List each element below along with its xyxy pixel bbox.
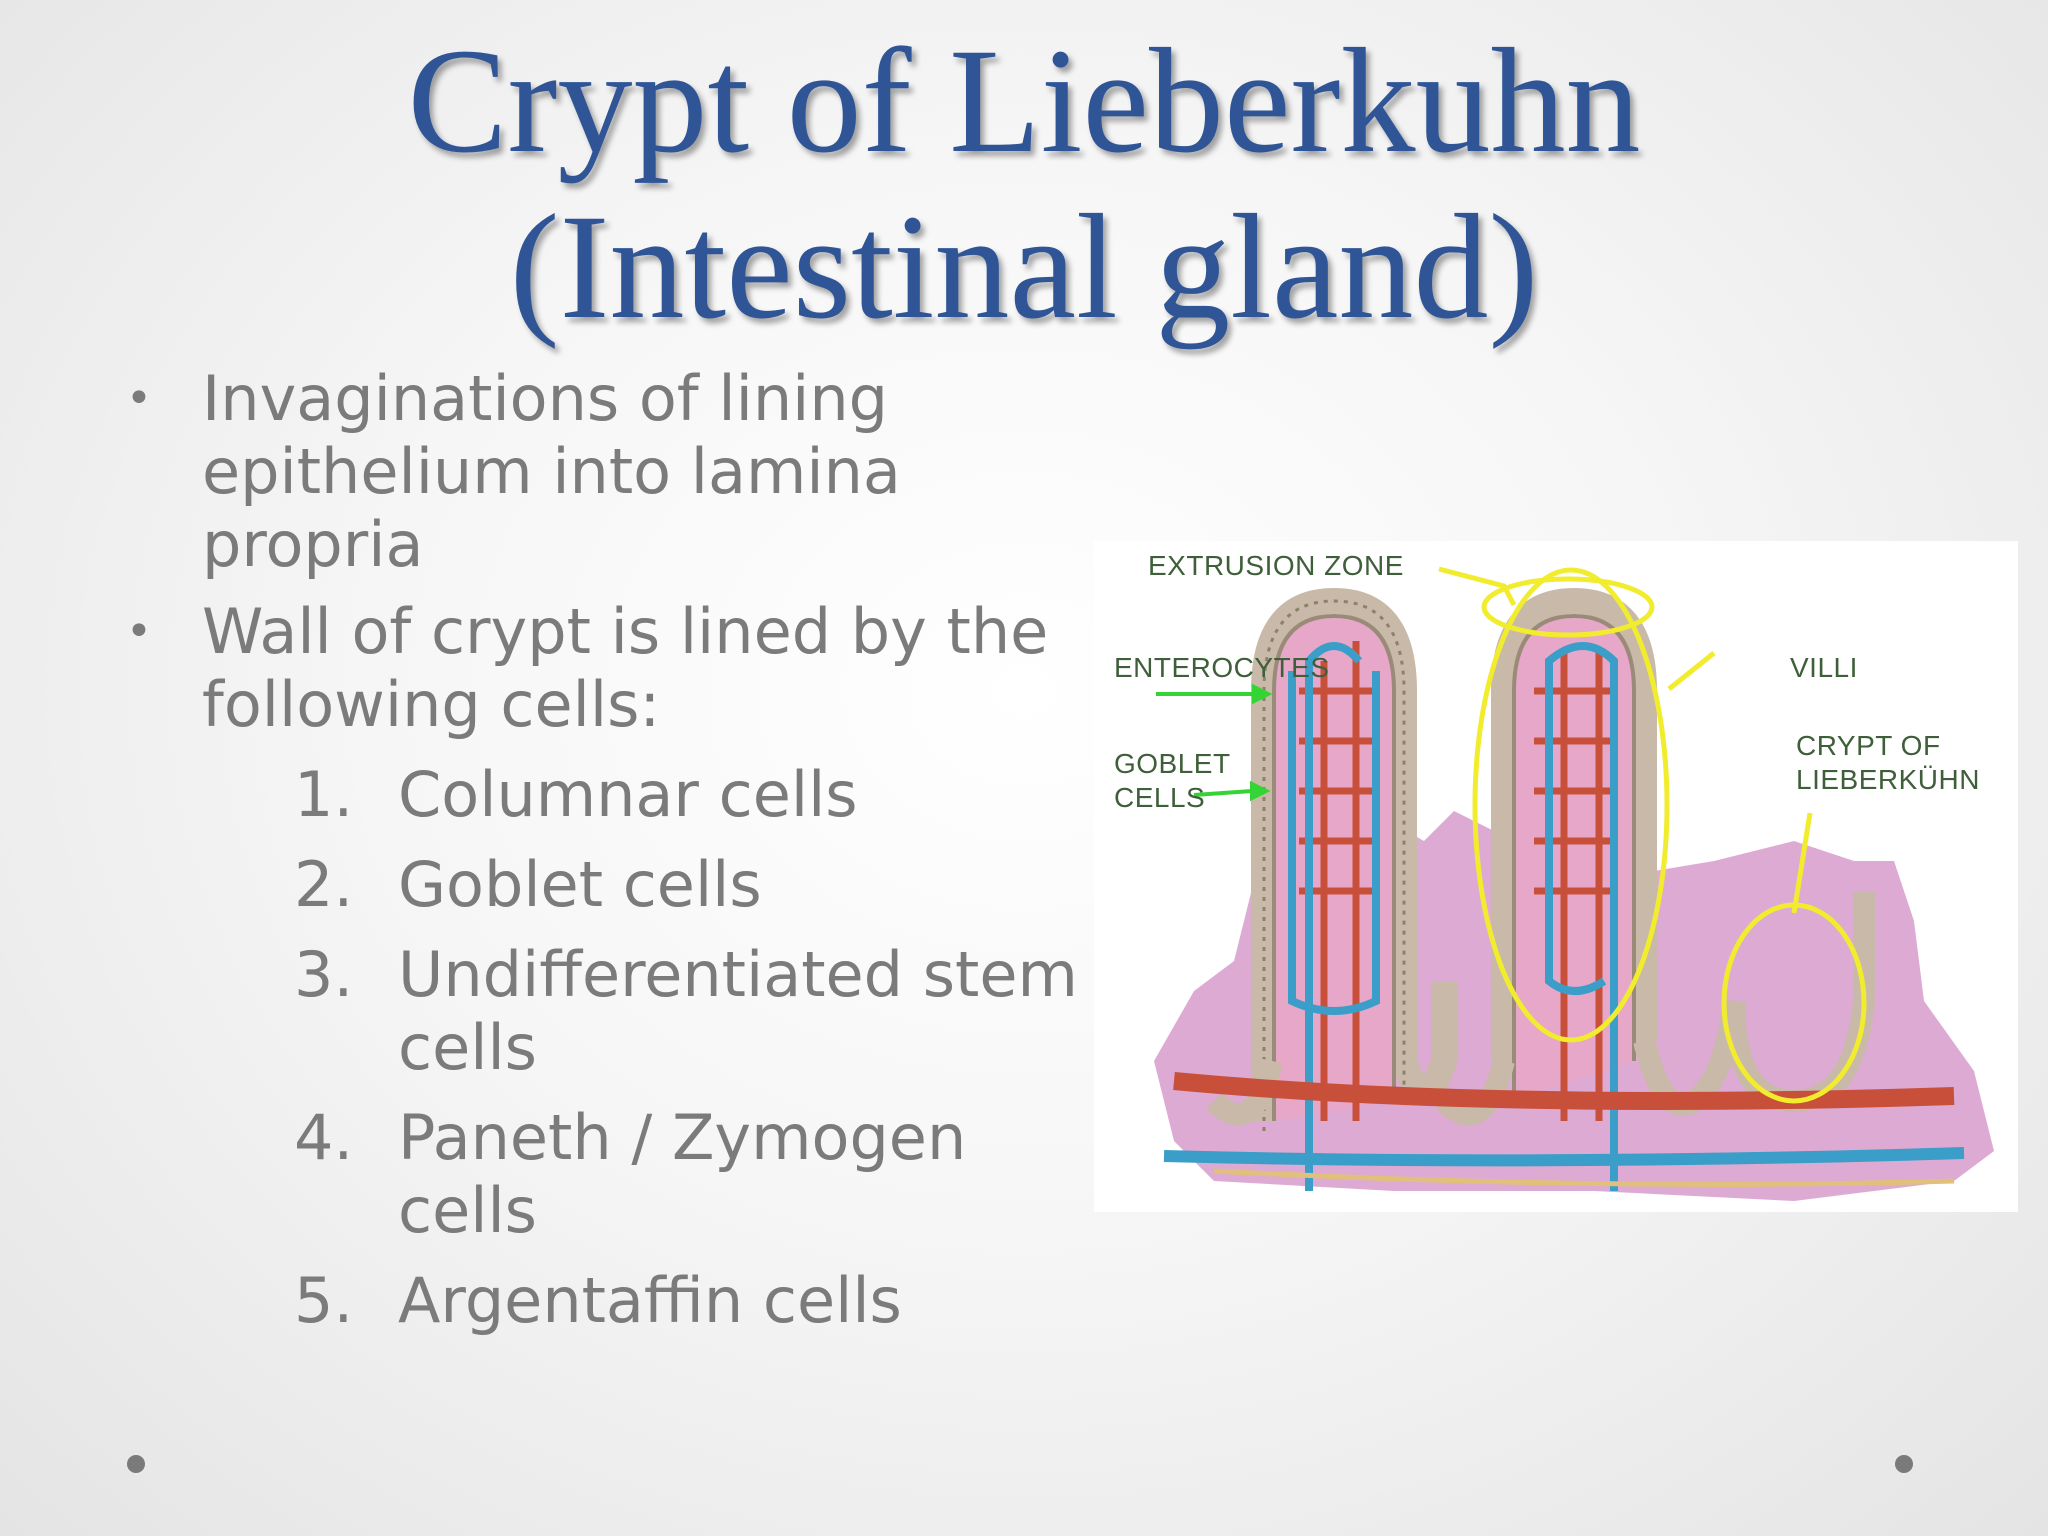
- vein: [1163, 1147, 1965, 1167]
- title-line-2: (Intestinal gland): [509, 184, 1539, 350]
- title-line-1: Crypt of Lieberkuhn: [407, 18, 1641, 184]
- cell-type-item: 4. Paneth / Zymogen cells: [202, 1101, 1080, 1247]
- bullet-item: • Wall of crypt is lined by the followin…: [120, 595, 1080, 1337]
- cell-type-item: 1. Columnar cells: [202, 758, 1080, 831]
- cell-type-item: 3. Undifferentiated stem cells: [202, 938, 1080, 1084]
- cell-type-text: Goblet cells: [398, 848, 762, 921]
- lymph-vessel: [1213, 1168, 1955, 1187]
- cell-type-text: Columnar cells: [398, 758, 858, 831]
- label-crypt: CRYPT OF LIEBERKÜHN: [1796, 730, 1980, 795]
- bullet-item: • Invaginations of lining epithelium int…: [120, 362, 1080, 581]
- cell-type-item: 5. Argentaffin cells: [202, 1264, 1080, 1337]
- bullet-list: • Invaginations of lining epithelium int…: [120, 362, 1080, 1351]
- pointer-arrows: [1156, 683, 1273, 802]
- cell-type-number: 4.: [294, 1101, 354, 1174]
- bullet-text: Invaginations of lining epithelium into …: [202, 362, 901, 581]
- cell-type-number: 1.: [294, 758, 354, 831]
- cell-type-text: Undifferentiated stem cells: [398, 938, 1078, 1084]
- artery: [1173, 1072, 1955, 1110]
- cell-type-text: Argentaffin cells: [398, 1264, 902, 1337]
- label-goblet-cells: GOBLET CELLS: [1114, 748, 1231, 813]
- slide-title: Crypt of Lieberkuhn (Intestinal gland): [0, 18, 2048, 350]
- corner-dot-right: [1895, 1455, 1913, 1473]
- cell-type-text: Paneth / Zymogen cells: [398, 1101, 967, 1247]
- diagram-illustration: [1154, 566, 1994, 1201]
- highlight-marks: [1438, 566, 1867, 1104]
- cell-type-item: 2. Goblet cells: [202, 848, 1080, 921]
- label-villi: VILLI: [1790, 652, 1858, 683]
- cell-type-list: 1. Columnar cells 2. Goblet cells 3. Und…: [202, 758, 1080, 1337]
- corner-dot-left: [127, 1455, 145, 1473]
- label-extrusion-zone: EXTRUSION ZONE: [1148, 550, 1404, 581]
- bullet-marker: •: [126, 373, 152, 424]
- villi-crypt-diagram: EXTRUSION ZONE ENTEROCYTES GOBLET CELLS …: [1094, 541, 2018, 1212]
- cell-type-number: 3.: [294, 938, 354, 1011]
- right-villus: [1436, 587, 1745, 1191]
- bullet-text: Wall of crypt is lined by the following …: [202, 595, 1049, 741]
- cell-type-number: 5.: [294, 1264, 354, 1337]
- label-enterocytes: ENTEROCYTES: [1114, 652, 1330, 683]
- bullet-marker: •: [126, 606, 152, 657]
- cell-type-number: 2.: [294, 848, 354, 921]
